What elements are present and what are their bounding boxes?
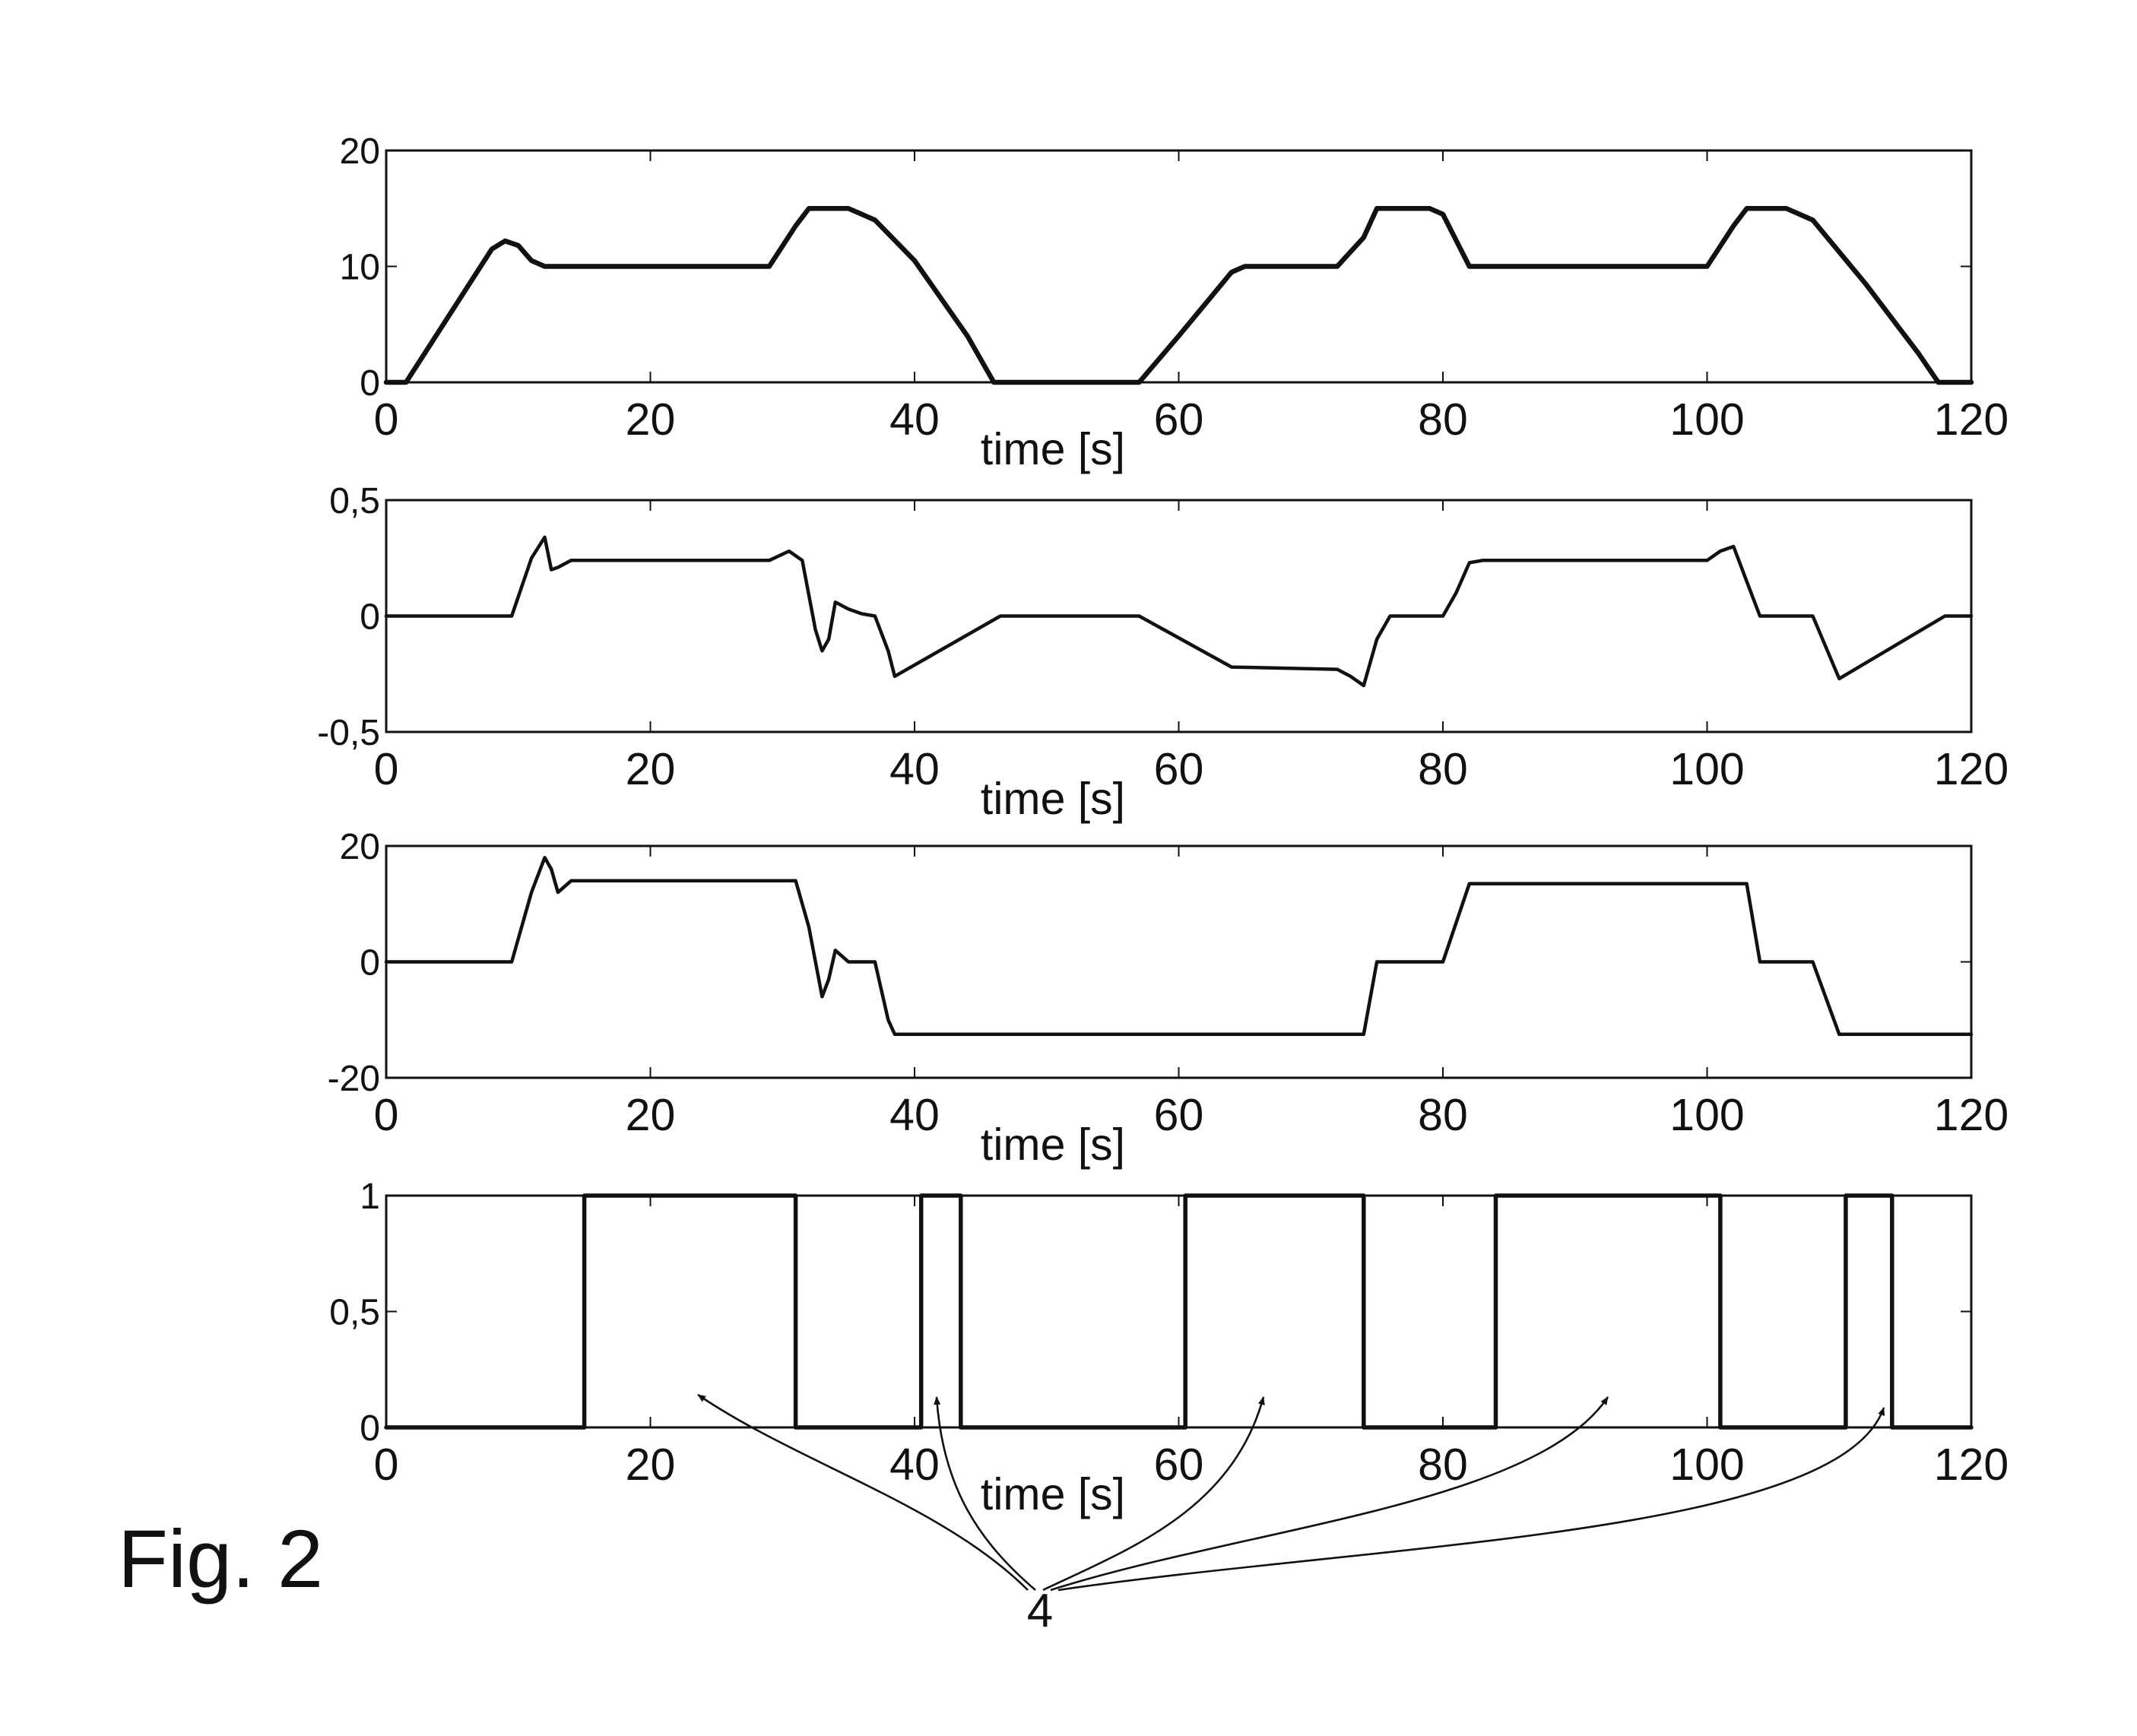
- x-tick-label: 100: [1669, 1440, 1744, 1490]
- y-tick-label: 0: [360, 597, 380, 638]
- callout-arrow: [934, 1396, 1036, 1591]
- callout-arrow: [1050, 1396, 1609, 1592]
- y-tick-label: -0,5: [317, 713, 380, 753]
- figure-label: Fig. 2: [118, 1513, 323, 1605]
- y-tick-label: 0: [360, 363, 380, 404]
- x-tick-label: 40: [889, 1440, 940, 1490]
- callout-arrow: [1042, 1396, 1265, 1592]
- x-tick-label: 60: [1154, 744, 1204, 794]
- callout-arrow: [697, 1393, 1029, 1591]
- callout-arrow: [1057, 1407, 1885, 1592]
- plot-frame: [385, 499, 1973, 733]
- x-tick-label: 120: [1934, 744, 2009, 794]
- x-axis-label: time [s]: [981, 1120, 1125, 1170]
- x-axis-label: time [s]: [981, 1469, 1125, 1519]
- x-tick-label: 100: [1669, 1090, 1744, 1140]
- series-line: [384, 535, 1974, 688]
- x-tick-label: 0: [374, 744, 399, 794]
- x-tick-label: 100: [1669, 394, 1744, 445]
- x-axis-label: time [s]: [981, 424, 1125, 474]
- y-tick-label: 0: [360, 1408, 380, 1449]
- x-tick-label: 60: [1154, 1090, 1204, 1140]
- y-tick-label: 10: [340, 248, 380, 288]
- x-tick-label: 20: [626, 394, 676, 445]
- series-line: [384, 1193, 1974, 1430]
- chart-panel-4: 0 20 40 60 80 100 120 1 0,5 0 time [s]: [329, 1177, 2009, 1519]
- x-tick-label: 0: [374, 394, 399, 445]
- x-tick-label: 120: [1934, 394, 2009, 445]
- reference-callouts: [697, 1393, 1885, 1592]
- y-tick-label: -20: [328, 1059, 380, 1099]
- y-tick-label: 1: [360, 1177, 380, 1217]
- x-axis-label: time [s]: [981, 774, 1125, 824]
- plot-frame: [385, 1194, 1973, 1429]
- x-tick-label: 60: [1154, 394, 1204, 445]
- y-tick-label: 0: [360, 943, 380, 984]
- y-tick-label: 20: [340, 131, 380, 172]
- x-tick-label: 0: [374, 1440, 399, 1490]
- x-tick-label: 20: [626, 744, 676, 794]
- x-tick-label: 100: [1669, 744, 1744, 794]
- x-tick-label: 80: [1418, 744, 1468, 794]
- x-tick-label: 40: [889, 394, 940, 445]
- x-tick-label: 0: [374, 1090, 399, 1140]
- x-tick-label: 60: [1154, 1440, 1204, 1490]
- y-tick-label: 20: [340, 827, 380, 867]
- y-tick-label: 0,5: [329, 1293, 380, 1333]
- series-line: [383, 206, 1974, 385]
- x-tick-label: 120: [1934, 1440, 2009, 1490]
- x-tick-label: 80: [1418, 394, 1468, 445]
- x-tick-label: 80: [1418, 1090, 1468, 1140]
- x-tick-label: 80: [1418, 1440, 1468, 1490]
- x-tick-label: 20: [626, 1090, 676, 1140]
- x-tick-label: 40: [889, 744, 940, 794]
- series-line: [384, 856, 1974, 1037]
- x-tick-label: 120: [1934, 1090, 2009, 1140]
- x-tick-label: 20: [626, 1440, 676, 1490]
- reference-numeral: 4: [1027, 1585, 1053, 1637]
- y-tick-label: 0,5: [329, 481, 380, 521]
- x-tick-label: 40: [889, 1090, 940, 1140]
